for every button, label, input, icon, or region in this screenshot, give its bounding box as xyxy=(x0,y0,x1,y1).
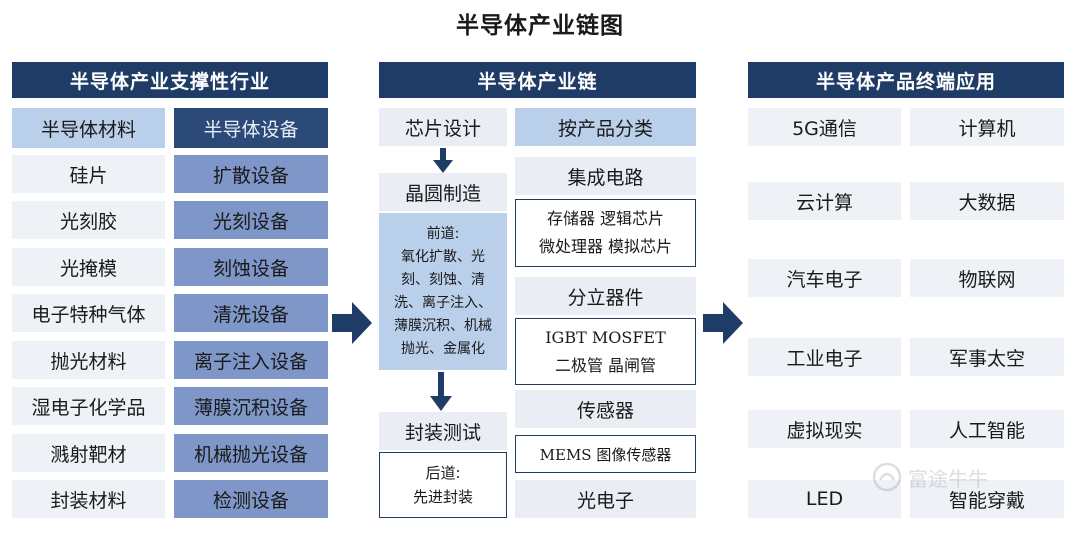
backend-process-box: 后道: 先进封装 xyxy=(379,452,507,518)
ic-types-line: 存储器 逻辑芯片 xyxy=(546,209,665,228)
application-item: 汽车电子 xyxy=(748,259,901,297)
wafer-fab-box: 晶圆制造 xyxy=(379,173,507,211)
chip-design-box: 芯片设计 xyxy=(379,108,507,146)
by-product-heading: 按产品分类 xyxy=(515,108,696,146)
backend-line: 先进封装 xyxy=(412,488,473,506)
sensor-box: 传感器 xyxy=(515,390,696,428)
discrete-types-box: IGBT MOSFET 二极管 晶闸管 xyxy=(515,318,696,385)
application-item: 人工智能 xyxy=(910,410,1064,448)
material-item: 光刻胶 xyxy=(12,201,165,239)
discrete-types-line: IGBT MOSFET xyxy=(545,327,666,347)
frontend-line: 刻、刻蚀、清 xyxy=(401,271,485,288)
application-item: 云计算 xyxy=(748,182,901,220)
frontend-line: 抛光、金属化 xyxy=(401,340,485,357)
equipment-item: 刻蚀设备 xyxy=(174,248,328,286)
application-item: 虚拟现实 xyxy=(748,410,901,448)
equipment-item: 薄膜沉积设备 xyxy=(174,387,328,425)
ic-types-line: 微处理器 模拟芯片 xyxy=(538,237,673,256)
equipment-item: 检测设备 xyxy=(174,480,328,518)
discrete-device-box: 分立器件 xyxy=(515,277,696,315)
equipment-item: 离子注入设备 xyxy=(174,341,328,379)
material-item: 抛光材料 xyxy=(12,341,165,379)
optoelectronics-box: 光电子 xyxy=(515,480,696,518)
application-item: 5G通信 xyxy=(748,108,901,146)
equipment-item: 清洗设备 xyxy=(174,294,328,332)
frontend-line: 薄膜沉积、机械 xyxy=(394,317,492,334)
supporting-industries-header: 半导体产业支撑性行业 xyxy=(12,62,328,98)
ic-types-box: 存储器 逻辑芯片 微处理器 模拟芯片 xyxy=(515,199,696,267)
industry-chain-header: 半导体产业链 xyxy=(379,62,696,98)
equipment-item: 光刻设备 xyxy=(174,201,328,239)
material-item: 湿电子化学品 xyxy=(12,387,165,425)
frontend-line: 氧化扩散、光 xyxy=(401,248,485,265)
frontend-process-box: 前道: 氧化扩散、光 刻、刻蚀、清 洗、离子注入、 薄膜沉积、机械 抛光、金属化 xyxy=(379,213,507,370)
arrow-down-icon xyxy=(430,372,452,411)
flow-arrow-right-icon xyxy=(332,302,372,344)
materials-heading: 半导体材料 xyxy=(12,108,165,148)
integrated-circuit-box: 集成电路 xyxy=(515,157,696,195)
material-item: 溅射靶材 xyxy=(12,434,165,472)
application-item: 军事太空 xyxy=(910,338,1064,376)
application-item: LED xyxy=(748,480,901,518)
equipment-item: 扩散设备 xyxy=(174,155,328,193)
material-item: 电子特种气体 xyxy=(12,294,165,332)
frontend-line: 洗、离子注入、 xyxy=(394,294,492,311)
material-item: 光掩模 xyxy=(12,248,165,286)
sensor-types-box: MEMS 图像传感器 xyxy=(515,435,696,473)
diagram-title: 半导体产业链图 xyxy=(456,13,624,39)
arrow-down-icon xyxy=(433,148,453,173)
flow-arrow-right-icon xyxy=(703,302,743,344)
application-item: 智能穿戴 xyxy=(910,480,1064,518)
equipment-item: 机械抛光设备 xyxy=(174,434,328,472)
end-applications-header: 半导体产品终端应用 xyxy=(748,62,1064,98)
application-item: 工业电子 xyxy=(748,338,901,376)
frontend-line: 前道: xyxy=(426,225,460,242)
discrete-types-line: 二极管 晶闸管 xyxy=(554,355,657,375)
packaging-test-box: 封装测试 xyxy=(379,412,507,450)
application-item: 大数据 xyxy=(910,182,1064,220)
application-item: 物联网 xyxy=(910,259,1064,297)
backend-line: 后道: xyxy=(425,464,461,482)
application-item: 计算机 xyxy=(910,108,1064,146)
equipment-heading: 半导体设备 xyxy=(174,108,328,148)
material-item: 硅片 xyxy=(12,155,165,193)
material-item: 封装材料 xyxy=(12,480,165,518)
